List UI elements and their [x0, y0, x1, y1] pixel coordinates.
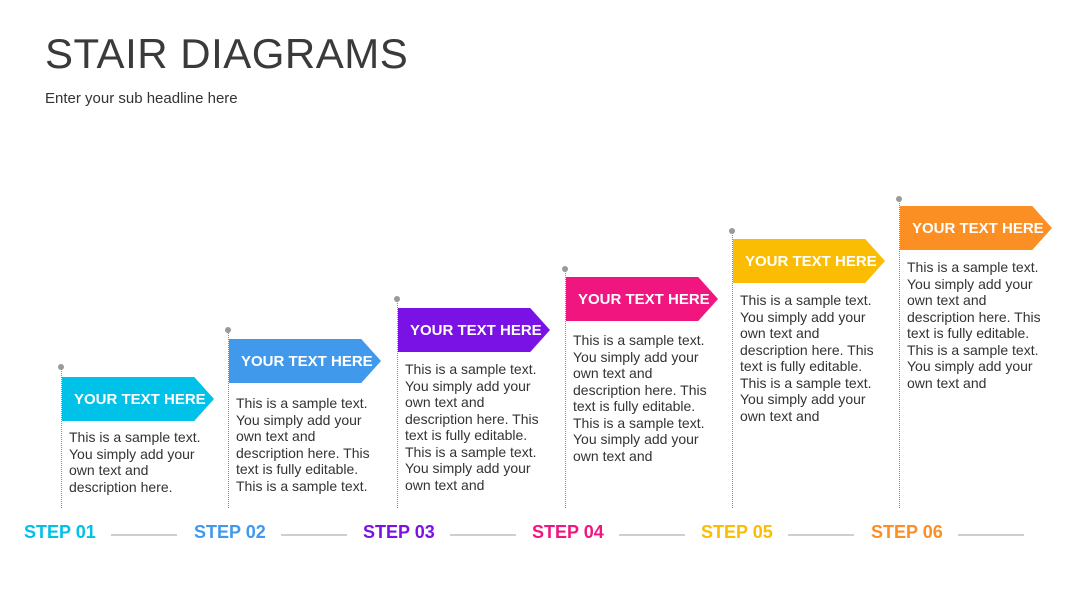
step-2-heading-tag: YOUR TEXT HERE	[229, 339, 381, 383]
step-4-guide-dot	[562, 266, 568, 272]
step-2-guide-dot	[225, 327, 231, 333]
step-3-guide-line	[397, 298, 398, 508]
step-6-guide-dot	[896, 196, 902, 202]
stair-step-3: YOUR TEXT HERE This is a sample text. Yo…	[394, 0, 557, 608]
step-1-connector	[111, 534, 177, 536]
page-title: STAIR DIAGRAMS	[45, 30, 409, 77]
step-2-label: STEP 02	[194, 522, 266, 542]
step-4-description: This is a sample text. You simply add yo…	[573, 332, 707, 464]
stair-step-2: YOUR TEXT HERE This is a sample text. Yo…	[225, 0, 388, 608]
step-6-connector	[958, 534, 1024, 536]
step-1-heading-tag: YOUR TEXT HERE	[62, 377, 214, 421]
step-3-description: This is a sample text. You simply add yo…	[405, 361, 539, 493]
step-5-label: STEP 05	[701, 522, 773, 542]
stair-step-4: YOUR TEXT HERE This is a sample text. Yo…	[562, 0, 725, 608]
step-5-connector	[788, 534, 854, 536]
step-3-heading-tag: YOUR TEXT HERE	[398, 308, 550, 352]
step-3-connector	[450, 534, 516, 536]
stair-step-6: YOUR TEXT HERE This is a sample text. Yo…	[896, 0, 1059, 608]
step-1-guide-line	[61, 366, 62, 508]
stair-step-5: YOUR TEXT HERE This is a sample text. Yo…	[729, 0, 892, 608]
step-1-guide-dot	[58, 364, 64, 370]
step-5-heading-tag: YOUR TEXT HERE	[733, 239, 885, 283]
step-6-label: STEP 06	[871, 522, 943, 542]
step-2-description: This is a sample text. You simply add yo…	[236, 395, 370, 494]
step-5-guide-dot	[729, 228, 735, 234]
stair-step-1: YOUR TEXT HERE This is a sample text. Yo…	[58, 0, 221, 608]
step-6-heading-tag: YOUR TEXT HERE	[900, 206, 1052, 250]
step-3-guide-dot	[394, 296, 400, 302]
step-4-guide-line	[565, 268, 566, 508]
step-5-guide-line	[732, 230, 733, 508]
page-subtitle: Enter your sub headline here	[45, 90, 238, 107]
step-6-guide-line	[899, 198, 900, 508]
step-4-connector	[619, 534, 685, 536]
step-2-connector	[281, 534, 347, 536]
step-6-description: This is a sample text. You simply add yo…	[907, 259, 1041, 391]
step-3-label: STEP 03	[363, 522, 435, 542]
step-5-description: This is a sample text. You simply add yo…	[740, 292, 874, 424]
step-1-description: This is a sample text. You simply add yo…	[69, 429, 201, 495]
step-4-label: STEP 04	[532, 522, 604, 542]
step-1-label: STEP 01	[24, 522, 96, 542]
step-2-guide-line	[228, 329, 229, 508]
step-4-heading-tag: YOUR TEXT HERE	[566, 277, 718, 321]
